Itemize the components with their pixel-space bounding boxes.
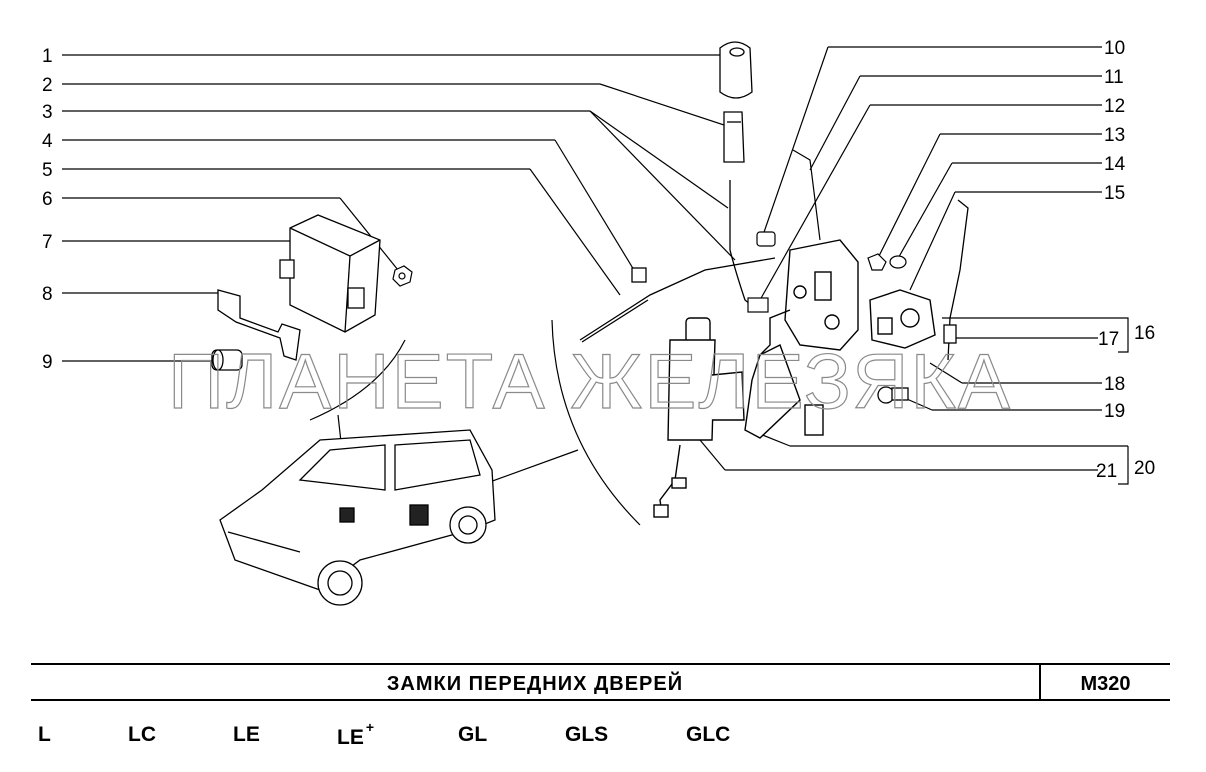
variant-le: LE <box>233 723 260 746</box>
variant-le-plus: LE+ <box>337 719 375 749</box>
callout-3: 3 <box>42 102 53 123</box>
leader-line-11b <box>809 75 861 171</box>
nut-part <box>392 265 413 287</box>
control-unit-part <box>279 214 381 333</box>
title-bar: ЗАМКИ ПЕРЕДНИХ ДВЕРЕЙ M320 <box>31 663 1170 701</box>
actuator-part <box>653 317 824 518</box>
leader-line-18 <box>929 362 963 384</box>
callout-2: 2 <box>42 75 53 96</box>
bracket-16 <box>942 317 1129 353</box>
diagram-code: M320 <box>1080 673 1131 695</box>
title-divider <box>1039 665 1041 699</box>
striker-part <box>869 289 936 349</box>
callout-21: 21 <box>1096 461 1117 482</box>
leader-line-3b <box>589 110 729 209</box>
rods <box>579 180 776 343</box>
callout-10: 10 <box>1104 38 1125 59</box>
variant-gl: GL <box>458 723 488 746</box>
lock-mechanism-part <box>759 239 859 356</box>
screw-part <box>877 386 909 404</box>
callout-7: 7 <box>42 232 53 253</box>
key-part <box>719 41 753 163</box>
watermark: ПЛАНЕТА ЖЕЛЕЗЯКА <box>168 337 1012 425</box>
callout-6: 6 <box>42 189 53 210</box>
variant-glc: GLC <box>686 723 731 746</box>
callout-15: 15 <box>1104 183 1125 204</box>
bracket-20 <box>1118 446 1129 485</box>
callout-16: 16 <box>1134 323 1155 344</box>
leader-line-6b <box>339 197 399 271</box>
leader-line-13b <box>875 133 941 263</box>
callout-11: 11 <box>1104 67 1124 88</box>
leader-line-14b <box>895 162 953 263</box>
callout-8: 8 <box>42 284 53 305</box>
leader-line-2b <box>599 83 734 129</box>
small-fittings <box>747 149 907 313</box>
callout-labels: 1 2 3 4 5 6 7 8 9 10 11 12 13 14 15 17 1… <box>42 38 1155 482</box>
callout-18: 18 <box>1104 374 1125 395</box>
variant-lc: LC <box>128 723 156 746</box>
page-title: ЗАМКИ ПЕРЕДНИХ ДВЕРЕЙ <box>386 673 684 695</box>
callout-19: 19 <box>1104 401 1125 422</box>
callout-20: 20 <box>1134 458 1155 479</box>
variant-l: L <box>38 723 51 746</box>
leader-line-10b <box>761 46 829 239</box>
callout-14: 14 <box>1104 154 1126 175</box>
callout-9: 9 <box>42 352 53 373</box>
leader-line-5b <box>529 168 621 296</box>
callout-1: 1 <box>42 46 53 67</box>
leader-line-3c <box>589 110 736 261</box>
leader-line-4b <box>554 139 638 276</box>
variant-le-plus-sup: + <box>365 719 375 735</box>
variant-gls: GLS <box>565 723 609 746</box>
callout-12: 12 <box>1104 96 1125 117</box>
leader-line-15b <box>909 191 956 291</box>
parts-diagram: ПЛАНЕТА ЖЕЛЕЗЯКА 1 2 3 4 5 6 7 8 9 10 11… <box>42 38 1155 606</box>
separator-arc-left <box>309 339 406 421</box>
separator-arc-right <box>551 319 641 526</box>
link-rod-part <box>943 199 969 361</box>
leader-line-21 <box>699 439 726 471</box>
car-illustration <box>219 429 496 606</box>
bushing-part <box>211 349 243 371</box>
callout-4: 4 <box>42 131 53 152</box>
callout-17: 17 <box>1098 329 1119 350</box>
bracket-part <box>217 289 301 361</box>
callout-13: 13 <box>1104 125 1125 146</box>
callout-5: 5 <box>42 160 53 181</box>
